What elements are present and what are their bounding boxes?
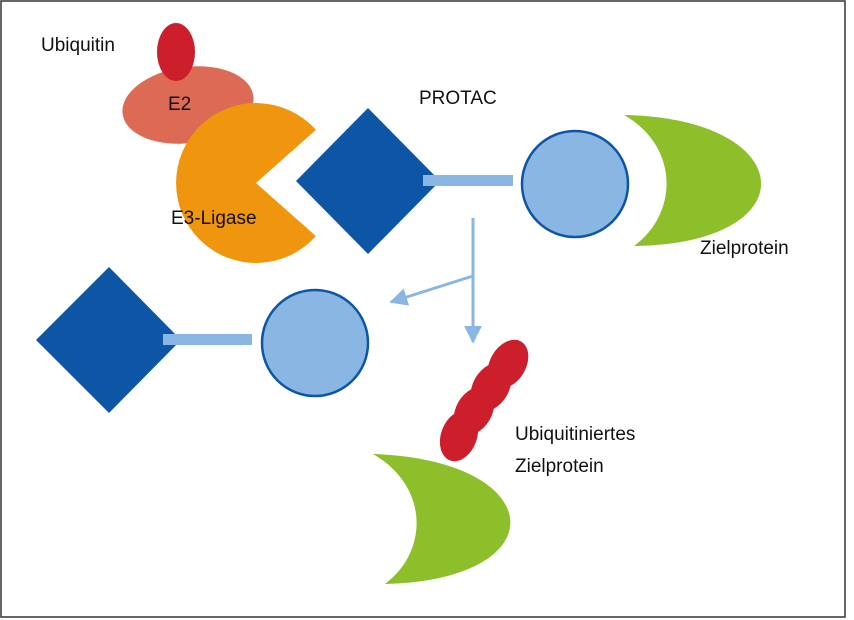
label-e2: E2 (168, 94, 191, 115)
ubiquitin-chain-4 (439, 410, 479, 462)
ubiquitinated-target-protein-shape (373, 454, 511, 584)
label-e3-ligase: E3-Ligase (171, 208, 257, 229)
released-protac-diamond (36, 267, 181, 413)
label-protac: PROTAC (419, 88, 497, 109)
label-ubiquitin: Ubiquitin (41, 35, 115, 56)
protac-e3-ligand-diamond (296, 108, 440, 254)
label-ubiquitinated-line1: Ubiquitiniertes (515, 424, 635, 445)
recycle-arrow (389, 274, 474, 306)
label-target-protein: Zielprotein (700, 238, 789, 259)
protac-linker-bar (423, 175, 513, 186)
label-ubiquitinated-line2: Zielprotein (515, 456, 604, 477)
e3-ligase-shape (176, 102, 316, 263)
ubiquitin-shape (157, 23, 195, 81)
target-protein-shape (624, 115, 762, 246)
released-protac-linker-bar (163, 334, 252, 345)
protac-target-ligand-circle (520, 129, 630, 239)
released-protac-circle (260, 288, 370, 398)
